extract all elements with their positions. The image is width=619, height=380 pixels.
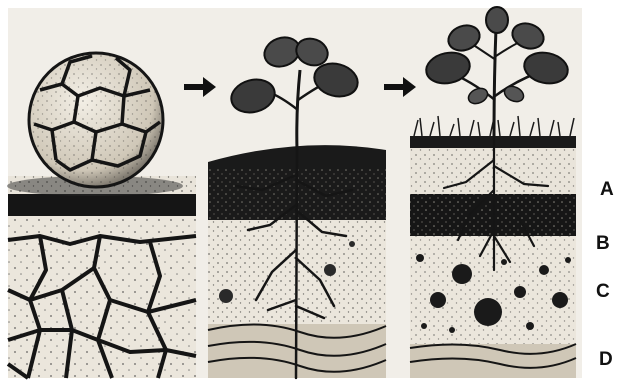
label-d: D [599,350,613,369]
label-c: C [596,282,610,301]
label-b: B [596,234,610,253]
label-a: A [600,180,614,199]
leaf-icon [486,7,508,33]
